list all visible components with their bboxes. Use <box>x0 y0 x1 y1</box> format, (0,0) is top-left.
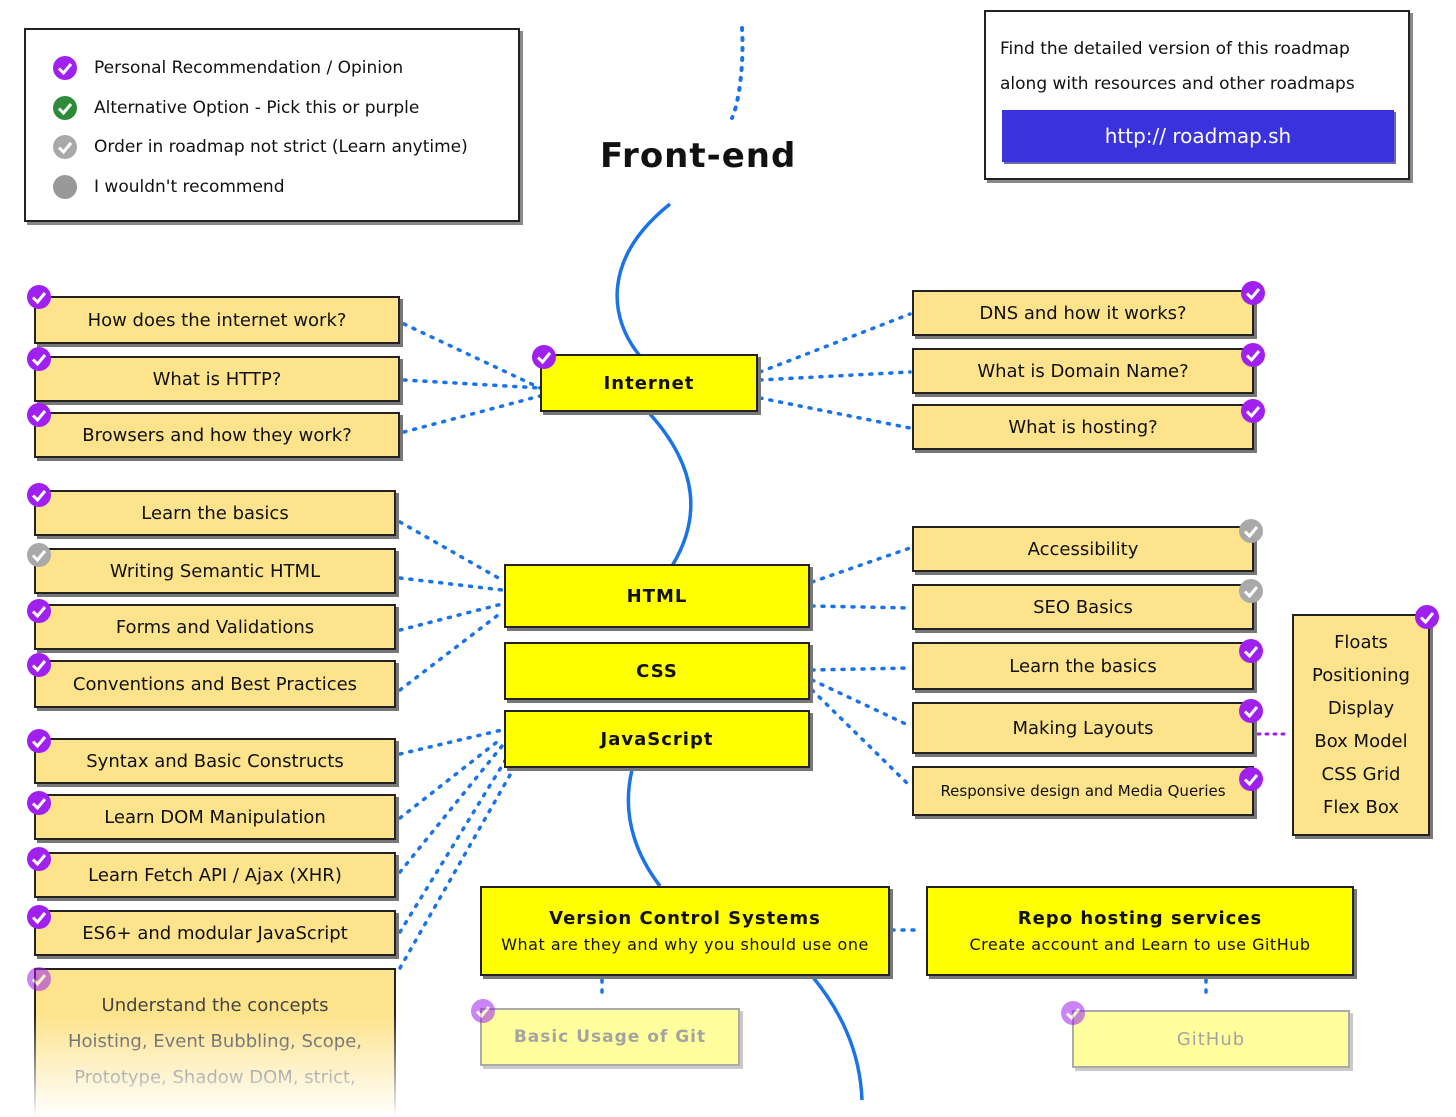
layout-item: Box Model <box>1314 731 1408 752</box>
purple-check-icon <box>27 905 51 929</box>
topic-node[interactable]: How does the internet work? <box>34 296 400 344</box>
topic-node[interactable]: What is HTTP? <box>34 356 400 402</box>
topic-node[interactable]: Learn Fetch API / Ajax (XHR) <box>34 852 396 898</box>
purple-check-icon <box>1239 639 1263 663</box>
concepts-line: Hoisting, Event Bubbling, Scope, <box>68 1031 362 1052</box>
topic-node[interactable]: Learn DOM Manipulation <box>34 794 396 840</box>
purple-check-icon <box>1241 399 1265 423</box>
html-node[interactable]: HTML <box>504 564 810 628</box>
legend-item-personal: Personal Recommendation / Opinion <box>52 54 403 82</box>
layouts-list-node[interactable]: Floats Positioning Display Box Model CSS… <box>1292 614 1430 836</box>
legend-item-alternative: Alternative Option - Pick this or purple <box>52 94 419 122</box>
git-basics-node[interactable]: Basic Usage of Git <box>480 1008 740 1066</box>
layout-item: Positioning <box>1312 665 1410 686</box>
promo-text: Find the detailed version of this roadma… <box>1000 39 1355 94</box>
vcs-subtitle: What are they and why you should use one <box>501 935 869 954</box>
repo-subtitle: Create account and Learn to use GitHub <box>969 935 1311 954</box>
purple-check-icon <box>27 729 51 753</box>
legend-box: Personal Recommendation / Opinion Altern… <box>24 28 520 222</box>
gray-check-icon <box>1239 579 1263 603</box>
purple-check-icon <box>53 56 77 80</box>
css-node[interactable]: CSS <box>504 642 810 700</box>
topic-node[interactable]: Writing Semantic HTML <box>34 548 396 594</box>
purple-check-icon <box>1239 767 1263 791</box>
topic-node[interactable]: Browsers and how they work? <box>34 412 400 458</box>
roadmap-link-button[interactable]: http:// roadmap.sh <box>1002 110 1394 162</box>
purple-check-icon <box>27 347 51 371</box>
purple-check-icon <box>471 999 495 1023</box>
topic-node[interactable]: Making Layouts <box>912 702 1254 754</box>
purple-check-icon <box>1415 605 1439 629</box>
legend-item-not-recommend: I wouldn't recommend <box>52 173 285 201</box>
internet-node[interactable]: Internet <box>540 354 758 412</box>
javascript-node[interactable]: JavaScript <box>504 710 810 768</box>
concepts-line: Understand the concepts <box>101 995 329 1016</box>
topic-node[interactable]: SEO Basics <box>912 584 1254 630</box>
promo-box: Find the detailed version of this roadma… <box>984 10 1410 180</box>
legend-label: Personal Recommendation / Opinion <box>94 58 404 78</box>
gray-check-icon <box>53 135 77 159</box>
gray-check-icon <box>1239 519 1263 543</box>
topic-node[interactable]: What is Domain Name? <box>912 348 1254 394</box>
layout-item: CSS Grid <box>1321 764 1401 785</box>
topic-node[interactable]: Accessibility <box>912 526 1254 572</box>
concepts-line: Prototype, Shadow DOM, strict, <box>74 1067 356 1088</box>
topic-node[interactable]: Learn the basics <box>912 642 1254 690</box>
gray-dot-icon <box>53 175 77 199</box>
github-node[interactable]: GitHub <box>1072 1010 1350 1068</box>
repo-hosting-node[interactable]: Repo hosting services Create account and… <box>926 886 1354 976</box>
topic-node[interactable]: ES6+ and modular JavaScript <box>34 910 396 956</box>
gray-check-icon <box>27 543 51 567</box>
repo-title: Repo hosting services <box>1017 908 1263 929</box>
green-check-icon <box>53 96 77 120</box>
layout-item: Flex Box <box>1323 797 1399 818</box>
legend-label: I wouldn't recommend <box>94 177 285 197</box>
legend-item-order: Order in roadmap not strict (Learn anyti… <box>52 133 468 161</box>
purple-check-icon <box>27 599 51 623</box>
purple-check-icon <box>27 403 51 427</box>
topic-node[interactable]: Responsive design and Media Queries <box>912 766 1254 816</box>
concepts-node[interactable]: Understand the concepts Hoisting, Event … <box>34 968 396 1117</box>
purple-check-icon <box>27 285 51 309</box>
layout-item: Floats <box>1334 632 1388 653</box>
purple-check-icon <box>27 967 51 991</box>
topic-node[interactable]: What is hosting? <box>912 404 1254 450</box>
legend-label: Order in roadmap not strict (Learn anyti… <box>94 137 468 157</box>
purple-check-icon <box>27 483 51 507</box>
purple-check-icon <box>1061 1001 1085 1025</box>
layout-item: Display <box>1327 698 1395 719</box>
legend-label: Alternative Option - Pick this or purple <box>94 98 420 118</box>
purple-check-icon <box>27 847 51 871</box>
purple-check-icon <box>532 345 556 369</box>
vcs-node[interactable]: Version Control Systems What are they an… <box>480 886 890 976</box>
topic-node[interactable]: Learn the basics <box>34 490 396 536</box>
vcs-title: Version Control Systems <box>549 908 821 929</box>
topic-node[interactable]: Conventions and Best Practices <box>34 660 396 708</box>
topic-node[interactable]: DNS and how it works? <box>912 290 1254 336</box>
topic-node[interactable]: Forms and Validations <box>34 604 396 650</box>
purple-check-icon <box>1241 343 1265 367</box>
purple-check-icon <box>1241 281 1265 305</box>
page-title: Front-end <box>600 136 797 176</box>
topic-node[interactable]: Syntax and Basic Constructs <box>34 738 396 784</box>
purple-check-icon <box>1239 699 1263 723</box>
purple-check-icon <box>27 791 51 815</box>
purple-check-icon <box>27 653 51 677</box>
